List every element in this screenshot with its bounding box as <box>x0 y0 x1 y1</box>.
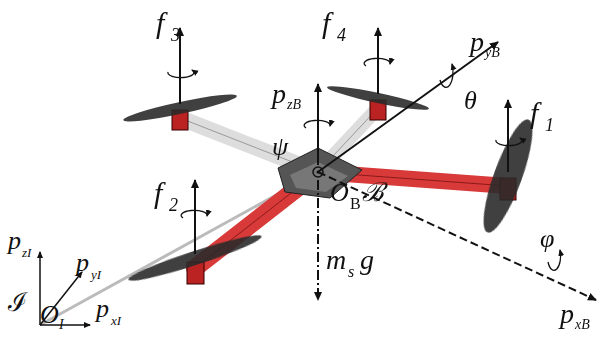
axis-subscript: zI <box>22 246 31 259</box>
force-subscript: 4 <box>337 26 346 44</box>
origin-label: O <box>40 302 59 328</box>
angle-label: φ <box>540 226 554 252</box>
axis-label: p <box>8 228 21 254</box>
frame-label: ℬ <box>362 180 384 206</box>
axis-subscript: yI <box>91 268 101 281</box>
axis-subscript: xB <box>575 318 590 332</box>
axis-subscript: zB <box>287 98 301 112</box>
axis-label: p <box>560 300 574 328</box>
weight-label: m <box>326 246 346 274</box>
axis-label: p <box>272 80 286 108</box>
axis-subscript: xI <box>111 314 121 327</box>
axis-label: p <box>76 250 89 276</box>
force-label: f <box>530 98 538 128</box>
origin-label: O <box>330 180 349 206</box>
frame-label: ℐ <box>8 290 27 316</box>
angle-label: θ <box>464 88 477 114</box>
origin-subscript: B <box>350 196 361 212</box>
angle-label: ψ <box>272 134 288 160</box>
origin-subscript: I <box>59 318 64 332</box>
force-subscript: 1 <box>545 116 554 134</box>
weight-subscript: s <box>348 264 354 280</box>
axis-label: p <box>470 28 484 56</box>
axis-label: p <box>96 296 109 322</box>
axis-subscript: yB <box>485 46 500 60</box>
force-label: f <box>156 8 164 38</box>
force-subscript: 3 <box>171 26 180 44</box>
force-subscript: 2 <box>169 196 178 214</box>
force-label: f <box>322 8 330 38</box>
force-label: f <box>154 178 162 208</box>
weight-label: g <box>360 246 374 274</box>
